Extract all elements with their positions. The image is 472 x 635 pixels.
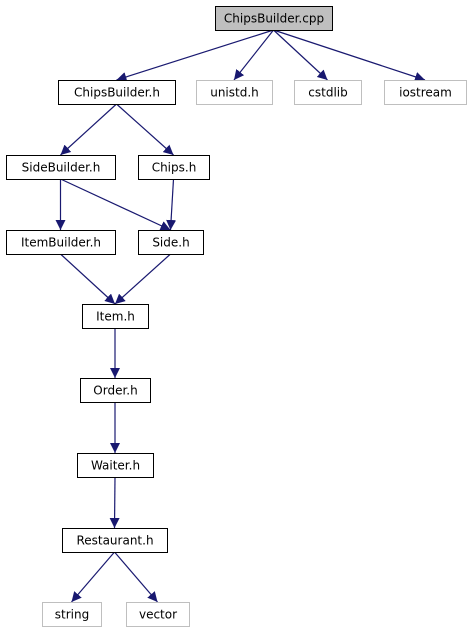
node-label: Side.h — [152, 236, 189, 250]
node-chipsbuilder-h[interactable]: ChipsBuilder.h — [58, 80, 176, 105]
node-itembuilder-h[interactable]: ItemBuilder.h — [6, 230, 116, 255]
node-label: Item.h — [96, 310, 135, 324]
node-label: unistd.h — [210, 86, 259, 100]
node-box — [80, 378, 151, 403]
node-label: iostream — [399, 86, 452, 100]
node-label: Chips.h — [152, 161, 197, 175]
edge-chipsbuilder-cpp-to-iostream — [273, 29, 426, 82]
node-box — [42, 602, 102, 627]
node-chips-h[interactable]: Chips.h — [138, 155, 210, 180]
node-box — [138, 230, 204, 255]
edge-chipsbuilder-cpp-to-cstdlib — [273, 29, 328, 81]
node-vector: vector — [126, 602, 190, 627]
edge-chipsbuilder-h-to-sidebuilder-h — [60, 103, 117, 156]
node-order-h[interactable]: Order.h — [80, 378, 151, 403]
node-label: Waiter.h — [91, 459, 140, 473]
edge-chipsbuilder-cpp-to-unistd-h — [233, 29, 274, 81]
edge-waiter-h-to-restaurant-h — [109, 476, 120, 529]
node-label: cstdlib — [308, 86, 347, 100]
edge-restaurant-h-to-string — [71, 551, 115, 603]
node-label: ItemBuilder.h — [21, 236, 101, 250]
node-chipsbuilder-cpp[interactable]: ChipsBuilder.cpp — [215, 6, 333, 31]
edge-chips-h-to-side-h — [166, 178, 177, 231]
node-box — [196, 80, 273, 105]
node-iostream: iostream — [384, 80, 467, 105]
edge-itembuilder-h-to-item-h — [60, 253, 116, 305]
node-unistd-h: unistd.h — [196, 80, 273, 105]
edge-restaurant-h-to-vector — [114, 551, 158, 603]
edge-sidebuilder-h-to-side-h — [60, 178, 171, 231]
node-box — [294, 80, 362, 105]
node-box — [6, 230, 116, 255]
node-label: Restaurant.h — [76, 534, 153, 548]
node-box — [62, 528, 168, 553]
node-box — [138, 155, 210, 180]
node-label: Order.h — [93, 384, 137, 398]
edge-chipsbuilder-h-to-chips-h — [116, 103, 174, 156]
edge-chipsbuilder-cpp-to-chipsbuilder-h — [116, 29, 274, 82]
node-label: SideBuilder.h — [22, 161, 101, 175]
node-waiter-h[interactable]: Waiter.h — [77, 453, 154, 478]
node-item-h[interactable]: Item.h — [82, 304, 149, 329]
node-label: vector — [139, 608, 177, 622]
node-box — [126, 602, 190, 627]
node-box — [77, 453, 154, 478]
node-box — [384, 80, 467, 105]
node-box — [6, 155, 116, 180]
node-box — [82, 304, 149, 329]
node-box — [58, 80, 176, 105]
dependency-edges — [55, 29, 426, 603]
node-sidebuilder-h[interactable]: SideBuilder.h — [6, 155, 116, 180]
node-cstdlib: cstdlib — [294, 80, 362, 105]
node-restaurant-h[interactable]: Restaurant.h — [62, 528, 168, 553]
node-box — [215, 6, 333, 31]
node-label: ChipsBuilder.h — [74, 86, 160, 100]
node-side-h[interactable]: Side.h — [138, 230, 204, 255]
node-string: string — [42, 602, 102, 627]
node-label: string — [55, 608, 89, 622]
node-label: ChipsBuilder.cpp — [224, 12, 324, 26]
edge-side-h-to-item-h — [114, 253, 171, 305]
